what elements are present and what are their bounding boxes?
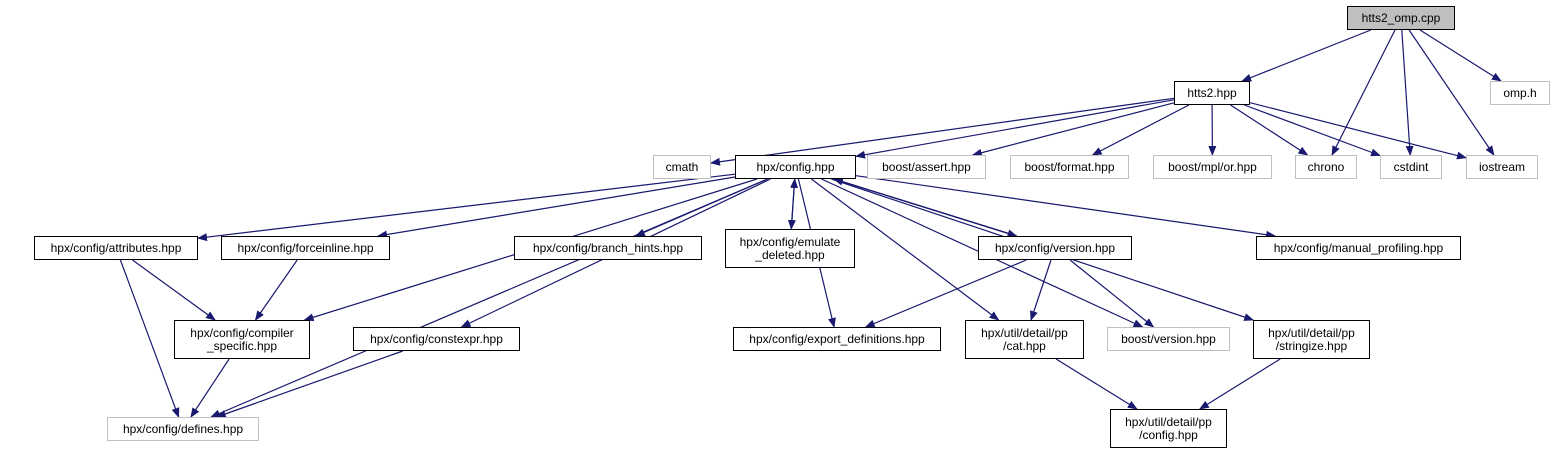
node-hpx-config-branch-hints-hpp[interactable]: hpx/config/branch_hints.hpp xyxy=(514,236,702,260)
edge-stringize-to-ppconfig xyxy=(1198,358,1281,410)
node-cstdint: cstdint xyxy=(1380,155,1442,179)
node-hpx-config-version-hpp[interactable]: hpx/config/version.hpp xyxy=(978,236,1132,260)
node-hpx-util-detail-pp-config-hpp[interactable]: hpx/util/detail/pp /config.hpp xyxy=(1110,409,1227,448)
edge-config-to-defines xyxy=(210,178,768,418)
edge-attributes-to-defines xyxy=(119,259,180,418)
edge-version-to-bversion xyxy=(1069,259,1155,328)
node-htts2-omp-cpp: htts2_omp.cpp xyxy=(1347,6,1455,30)
node-hpx-config-constexpr-hpp[interactable]: hpx/config/constexpr.hpp xyxy=(353,327,520,351)
node-hpx-config-attributes-hpp[interactable]: hpx/config/attributes.hpp xyxy=(34,236,198,260)
node-hpx-config-defines-hpp: hpx/config/defines.hpp xyxy=(107,417,259,441)
node-boost-mpl-or-hpp: boost/mpl/or.hpp xyxy=(1153,155,1272,179)
edge-htts2-to-cmath xyxy=(710,97,1175,166)
edge-config-to-manual xyxy=(855,175,1277,239)
edge-root-to-chrono xyxy=(1331,29,1396,156)
edge-root-to-cstdint xyxy=(1401,29,1414,156)
edge-compiler-to-defines xyxy=(190,358,230,418)
edge-root-to-omp xyxy=(1419,29,1502,82)
edge-cat-to-ppconfig xyxy=(1055,358,1138,410)
node-hpx-config-manual-profiling-hpp[interactable]: hpx/config/manual_profiling.hpp xyxy=(1256,236,1461,260)
edge-htts2-to-chrono xyxy=(1230,104,1309,156)
edge-htts2-to-config xyxy=(855,99,1175,159)
edge-config-to-forceinline xyxy=(377,176,736,239)
node-boost-version-hpp: boost/version.hpp xyxy=(1107,327,1230,351)
node-hpx-config-export-definitions-hpp[interactable]: hpx/config/export_definitions.hpp xyxy=(733,327,941,351)
edge-attributes-to-compiler xyxy=(132,259,216,321)
edge-htts2-to-cstdint xyxy=(1244,104,1381,157)
node-hpx-util-detail-pp-cat-hpp[interactable]: hpx/util/detail/pp /cat.hpp xyxy=(965,320,1084,359)
node-htts2-hpp[interactable]: htts2.hpp xyxy=(1174,81,1250,105)
node-cmath: cmath xyxy=(653,155,711,179)
node-iostream: iostream xyxy=(1466,155,1538,179)
node-boost-assert-hpp: boost/assert.hpp xyxy=(867,155,986,179)
edge-root-to-iostream xyxy=(1408,29,1495,156)
edge-htts2-to-iostream xyxy=(1249,102,1467,160)
edge-htts2-to-bformat xyxy=(1091,104,1190,156)
node-hpx-config-forceinline-hpp[interactable]: hpx/config/forceinline.hpp xyxy=(221,236,390,260)
node-chrono: chrono xyxy=(1295,155,1357,179)
node-hpx-util-detail-pp-stringize-hpp[interactable]: hpx/util/detail/pp /stringize.hpp xyxy=(1253,320,1370,359)
edge-config-to-attributes xyxy=(197,173,736,242)
node-hpx-config-hpp[interactable]: hpx/config.hpp xyxy=(735,155,856,179)
edge-version-to-cat xyxy=(1030,259,1052,321)
edge-emulate-to-config xyxy=(790,178,799,230)
node-hpx-config-emulate-deleted-hpp[interactable]: hpx/config/emulate _deleted.hpp xyxy=(725,229,855,268)
node-boost-format-hpp: boost/format.hpp xyxy=(1010,155,1129,179)
edge-version-to-export xyxy=(864,259,1027,328)
node-hpx-config-compiler-specific-hpp[interactable]: hpx/config/compiler _specific.hpp xyxy=(174,320,310,359)
edge-constexpr-to-defines xyxy=(215,350,403,418)
node-omp-h: omp.h xyxy=(1490,81,1550,105)
edge-forceinline-to-compiler xyxy=(254,259,298,321)
edge-version-to-config xyxy=(832,177,1017,237)
edge-htts2-to-bassert xyxy=(971,102,1175,157)
edge-config-to-cat xyxy=(811,178,1000,321)
edge-root-to-htts2 xyxy=(1241,29,1372,82)
